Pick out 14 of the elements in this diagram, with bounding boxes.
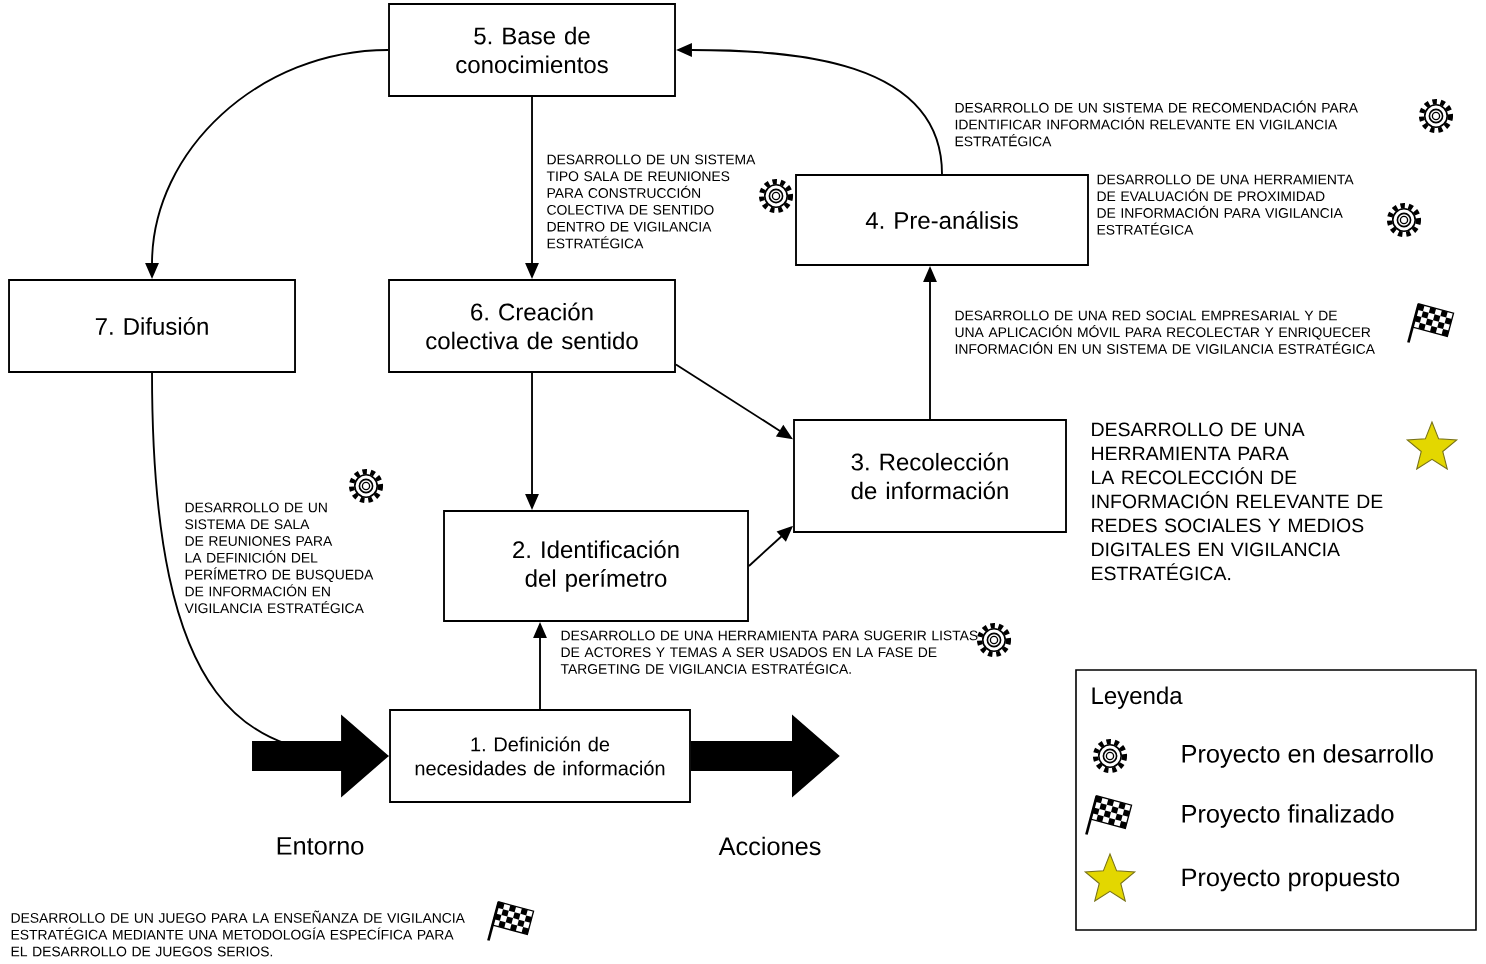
process-box: 5. Base de conocimientos (388, 3, 676, 97)
process-box: 6. Creación colectiva de sentido (388, 279, 676, 373)
legend-text: Proyecto propuesto (1182, 868, 1400, 892)
edge-label: Entorno (277, 837, 364, 855)
process-box: 3. Recolección de información (793, 419, 1067, 533)
legend-text: Proyecto en desarrollo (1182, 744, 1433, 768)
annotation-text: Leyenda (1092, 686, 1183, 709)
process-box: 7. Difusión (8, 279, 296, 373)
process-box: 2. Identificación del perímetro (443, 510, 749, 622)
annotation-text: DESARROLLO DE UNA HERRAMIENTA PARA LA RECOLECCIÓN DE INFORMACIÓN RELEVANTE DE REDES SOCIALES Y MEDIOS DIGITALES EN VIGILANCIA ESTRATÉGICA. (1092, 422, 1383, 581)
process-box: 1. Definición de necesidades de información (389, 709, 691, 803)
edge-label: Acciones (718, 836, 821, 856)
process-box: 4. Pre-análisis (795, 174, 1089, 266)
legend-text: Proyecto finalizado (1182, 804, 1394, 828)
